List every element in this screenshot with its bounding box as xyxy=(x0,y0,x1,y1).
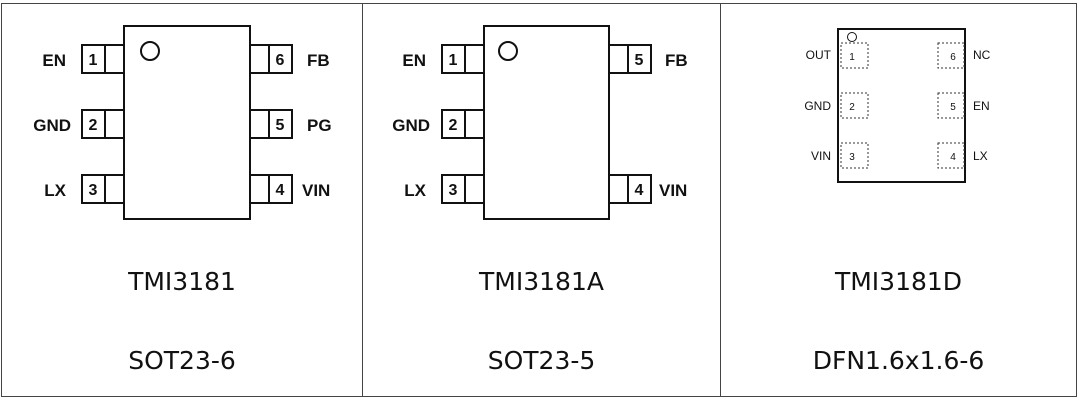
pin-label: NC xyxy=(973,48,991,62)
pin-5: 5 FB xyxy=(608,44,688,74)
pin-5: 5 PG xyxy=(249,109,332,139)
pin-number: 1 xyxy=(89,52,98,69)
pin-number: 4 xyxy=(276,182,285,199)
pin-2: 2 GND xyxy=(33,109,125,139)
pin-label: LX xyxy=(44,181,66,200)
pin-number: 3 xyxy=(89,182,98,199)
pin-5: 5 EN xyxy=(937,92,990,119)
pin-3: 3 VIN xyxy=(811,142,869,169)
pin-label: EN xyxy=(973,99,990,113)
pin-label: LX xyxy=(973,149,988,163)
pin-6: 6 FB xyxy=(249,44,330,74)
chip-body xyxy=(483,25,610,220)
package-cell-dfn: 1 OUT 2 GND 3 VIN 6 NC 5 EN xyxy=(720,4,1076,396)
pin-3: 3 LX xyxy=(404,174,485,204)
pin-number: 4 xyxy=(950,152,956,163)
pin-label: GND xyxy=(392,116,430,135)
pin-2: 2 GND xyxy=(804,92,869,119)
part-number: TMI3181A xyxy=(479,267,604,296)
pin-4: 4 VIN xyxy=(608,174,687,204)
pin-label: FB xyxy=(307,51,330,70)
pin-label: OUT xyxy=(806,48,832,62)
pin1-marker-dot xyxy=(140,41,160,61)
pin-4: 4 VIN xyxy=(249,174,330,204)
package-name: SOT23-5 xyxy=(487,346,596,375)
pin-label: EN xyxy=(402,51,426,70)
package-cell-sot23-5: 1 EN 2 GND 3 LX 5 FB xyxy=(362,4,720,396)
pin-number: 2 xyxy=(89,117,98,134)
pin-label: EN xyxy=(42,51,66,70)
pin-3: 3 LX xyxy=(44,174,125,204)
pin-number: 5 xyxy=(635,52,644,69)
pin-6: 6 NC xyxy=(937,42,991,69)
part-number: TMI3181D xyxy=(834,267,963,296)
pin-1: 1 EN xyxy=(42,44,125,74)
package-name: DFN1.6x1.6-6 xyxy=(812,346,985,375)
sot23-5-pinout-diagram: 1 EN 2 GND 3 LX 5 FB xyxy=(392,25,688,220)
pin-number: 3 xyxy=(849,152,855,163)
chip-body xyxy=(837,28,966,183)
pin-label: VIN xyxy=(302,181,330,200)
pin-number: 6 xyxy=(276,52,285,69)
pin-label: FB xyxy=(665,51,688,70)
pin-number: 1 xyxy=(849,52,855,63)
pin1-marker-dot xyxy=(847,32,857,42)
pin-number: 2 xyxy=(849,102,855,113)
pin-label: VIN xyxy=(811,149,831,163)
pin-number: 1 xyxy=(449,52,458,69)
package-name: SOT23-6 xyxy=(128,346,236,375)
pin-label: LX xyxy=(404,181,426,200)
pinout-table: 1 EN 2 GND 3 LX 6 FB xyxy=(1,3,1077,397)
pin-number: 3 xyxy=(449,182,458,199)
pin-number: 6 xyxy=(950,52,956,63)
pin-number: 2 xyxy=(449,117,458,134)
pin-label: VIN xyxy=(659,181,687,200)
pin-1: 1 EN xyxy=(402,44,485,74)
pin-label: GND xyxy=(804,99,831,113)
part-number: TMI3181 xyxy=(128,267,236,296)
package-cell-sot23-6: 1 EN 2 GND 3 LX 6 FB xyxy=(2,4,362,396)
pin-2: 2 GND xyxy=(392,109,485,139)
pin-number: 4 xyxy=(635,182,644,199)
pin-number: 5 xyxy=(276,117,285,134)
pin-1: 1 OUT xyxy=(806,42,869,69)
pin1-marker-dot xyxy=(498,41,518,61)
sot23-6-pinout-diagram: 1 EN 2 GND 3 LX 6 FB xyxy=(33,25,332,220)
pin-number: 5 xyxy=(950,102,956,113)
pin-label: PG xyxy=(307,116,332,135)
dfn-pinout-diagram: 1 OUT 2 GND 3 VIN 6 NC 5 EN xyxy=(804,28,991,183)
pin-label: GND xyxy=(33,116,71,135)
pin-4: 4 LX xyxy=(937,142,988,169)
